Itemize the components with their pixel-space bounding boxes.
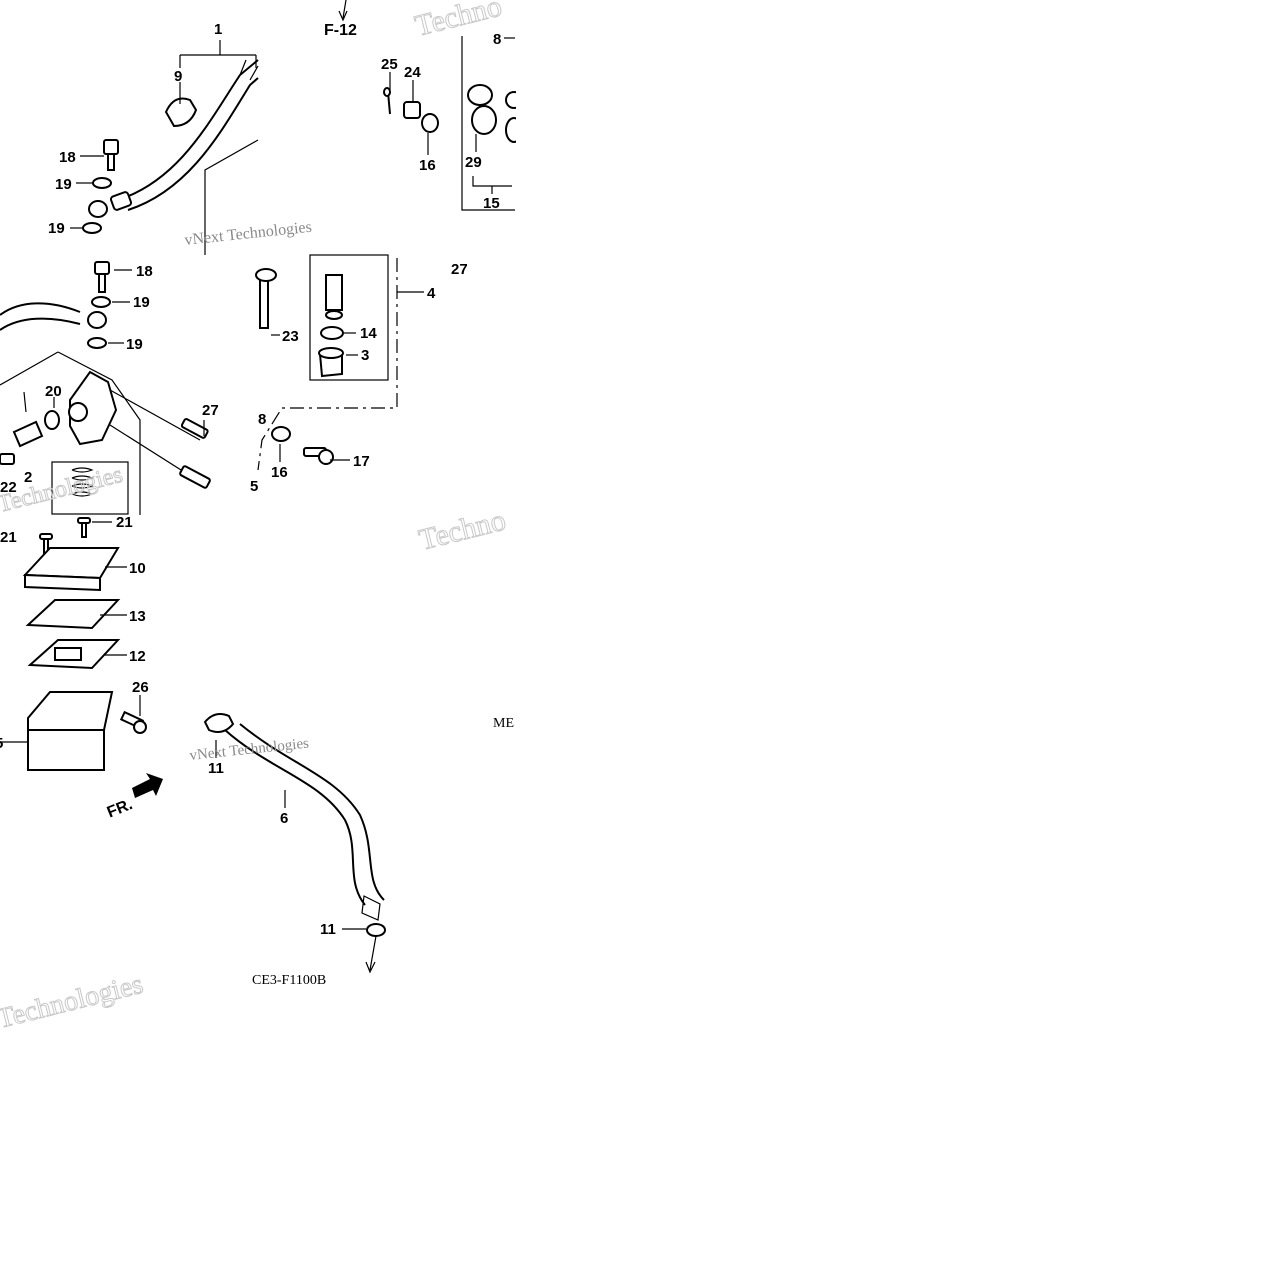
- washer-16-upper: [421, 113, 439, 133]
- spring-seat: [325, 274, 343, 320]
- side-text: ME: [493, 716, 514, 731]
- group-bracket-15: [461, 36, 515, 211]
- master-cylinder-body: [0, 351, 141, 515]
- callout-22: 22: [0, 479, 17, 496]
- front-marker-label: FR.: [105, 796, 135, 821]
- bolt-27-lower: [109, 424, 211, 489]
- callout-6: 6: [280, 810, 288, 827]
- diaphragm-plate-13: [25, 599, 121, 630]
- callout-18-lower: 18: [136, 263, 153, 280]
- callout-26: 26: [132, 679, 149, 696]
- hose-clip-11-lower: [366, 923, 386, 937]
- sealing-washer-19-lower-a: [91, 296, 111, 308]
- bolt-17: [303, 447, 334, 465]
- callout-10: 10: [129, 560, 146, 577]
- blank-lower-left: [0, 1040, 516, 1285]
- leader-lines: [0, 40, 477, 930]
- lower-brake-hose: [0, 302, 107, 331]
- callout-19-lower-b: 19: [126, 336, 143, 353]
- watermark-mid: Technologies: [0, 462, 125, 518]
- callout-27-left: 27: [202, 402, 219, 419]
- hose-clip-11-upper: [203, 713, 235, 733]
- reservoir-screw-21-b: [77, 517, 91, 538]
- callout-21-left: 21: [0, 529, 17, 546]
- callout-12: 12: [129, 648, 146, 665]
- spring-piston-kit: [51, 461, 129, 515]
- callout-13: 13: [129, 608, 146, 625]
- bolt-27-upper: [109, 389, 209, 441]
- callout-11-upper: 11: [208, 760, 224, 777]
- callout-19-upper-a: 19: [55, 176, 72, 193]
- push-rod-23: [255, 268, 277, 329]
- bolt-22: [0, 453, 15, 465]
- cup-part-14: [320, 326, 344, 340]
- callout-9: 9: [174, 68, 182, 85]
- front-direction-arrow: FR.: [105, 773, 163, 821]
- callout-8-lower: 8: [258, 411, 266, 428]
- cotter-pin-25: [383, 87, 391, 115]
- hose-outlet-arrow: [365, 935, 377, 974]
- callout-20: 20: [45, 383, 62, 400]
- sealing-washer-19-upper-b: [82, 222, 102, 234]
- nut-24: [403, 101, 421, 119]
- callout-18-upper: 18: [59, 149, 76, 166]
- callout-19-lower-a: 19: [133, 294, 150, 311]
- callout-2: 2: [24, 469, 32, 486]
- callout-17: 17: [353, 453, 370, 470]
- watermark-right: Techno: [416, 504, 509, 557]
- banjo-bolt-18-lower: [94, 261, 110, 293]
- callout-25: 25: [381, 56, 398, 73]
- frame-line-diag: [204, 139, 259, 255]
- upper-brake-hose: [109, 59, 259, 211]
- section-reference: F-12: [324, 22, 357, 39]
- callout-24: 24: [404, 64, 421, 81]
- watermark-corner: Technologies: [0, 969, 146, 1035]
- reservoir-hose-6: [224, 723, 385, 921]
- callout-3: 3: [361, 347, 369, 364]
- callout-5-lower: 5: [250, 478, 258, 495]
- callout-4: 4: [427, 285, 436, 302]
- figure-code: CE3-F1100B: [252, 973, 326, 988]
- bolt-26: [119, 710, 147, 734]
- callout-21-right: 21: [116, 514, 133, 531]
- sealing-washer-19-upper-a: [92, 177, 112, 189]
- piston-part-3: [318, 347, 344, 378]
- callout-15: 15: [483, 195, 500, 212]
- reservoir-body: [27, 691, 114, 771]
- diaphragm-12: [27, 639, 121, 670]
- callout-23: 23: [282, 328, 299, 345]
- callout-14: 14: [360, 325, 377, 342]
- callout-11-lower: 11: [320, 921, 336, 938]
- callout-8-upper: 8: [493, 31, 501, 48]
- reservoir-cap-10: [22, 547, 120, 592]
- callout-16-upper: 16: [419, 157, 436, 174]
- callout-5-left: 5: [0, 735, 3, 752]
- hose-clamp-part-9: [164, 97, 198, 128]
- joint-part-29: [467, 84, 497, 135]
- joint-part-20: [12, 410, 60, 448]
- banjo-fitting-upper: [88, 200, 108, 218]
- blank-right-area: [516, 0, 1285, 1285]
- washer-16-lower: [271, 426, 291, 442]
- callout-1: 1: [214, 21, 222, 38]
- banjo-bolt-18-upper: [103, 139, 119, 171]
- piston-group-frame: [257, 254, 398, 471]
- callout-27-right: 27: [451, 261, 468, 278]
- callout-16-lower: 16: [271, 464, 288, 481]
- section-ref-arrow: [338, 0, 348, 22]
- callout-19-upper-b: 19: [48, 220, 65, 237]
- callout-labels: 1 9 18 19 19 18 19 19 20 27 22 2 21 21 1…: [0, 21, 501, 938]
- callout-29: 29: [465, 154, 482, 171]
- sealing-washer-19-lower-b: [87, 337, 107, 349]
